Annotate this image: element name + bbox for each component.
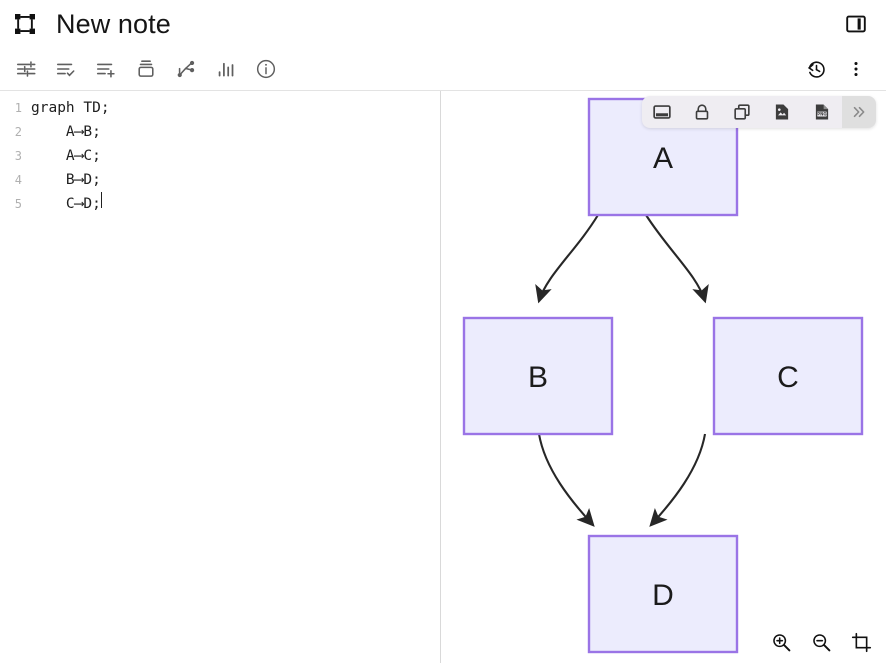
- workspace: 1 graph TD; 2 A⟶B; 3 A⟶C; 4 B⟶D;: [0, 91, 886, 663]
- code-line[interactable]: 2 A⟶B;: [0, 120, 440, 144]
- card-stack-icon[interactable]: [126, 51, 166, 87]
- settings-sliders-icon[interactable]: [6, 51, 46, 87]
- fit-view-icon[interactable]: [642, 96, 682, 128]
- code-line[interactable]: 5 C⟶D;: [0, 192, 440, 216]
- line-number: 4: [14, 173, 22, 187]
- flowchart-svg: A B C D: [462, 97, 864, 654]
- edge-c-d: [649, 433, 707, 527]
- copy-icon[interactable]: [722, 96, 762, 128]
- split-panel-icon[interactable]: [840, 8, 872, 40]
- line-content: C⟶D;: [31, 196, 101, 212]
- add-list-item-icon[interactable]: [86, 51, 126, 87]
- edge-a-b: [535, 214, 599, 304]
- edge-b-d: [537, 433, 595, 527]
- node-label: A: [653, 142, 673, 175]
- export-png-icon[interactable]: PNG: [802, 96, 842, 128]
- zoom-in-icon[interactable]: [768, 629, 794, 655]
- fit-to-screen-icon[interactable]: [848, 629, 874, 655]
- line-number: 2: [14, 125, 22, 139]
- node-b[interactable]: B: [462, 316, 614, 436]
- svg-text:PNG: PNG: [817, 112, 826, 117]
- line-number: 1: [14, 101, 22, 115]
- code-line[interactable]: 1 graph TD;: [0, 96, 440, 120]
- diagram-preview[interactable]: A B C D: [441, 91, 886, 663]
- code-line[interactable]: 4 B⟶D;: [0, 168, 440, 192]
- history-clock-icon[interactable]: [796, 51, 836, 87]
- edge-a-c: [645, 214, 709, 304]
- chevron-double-right-icon[interactable]: [842, 96, 876, 128]
- export-svg-icon[interactable]: [762, 96, 802, 128]
- lock-icon[interactable]: [682, 96, 722, 128]
- zoom-controls: [768, 629, 874, 655]
- diagram-toolbar: PNG: [642, 96, 876, 128]
- node-label: D: [652, 579, 674, 612]
- checklist-icon[interactable]: [46, 51, 86, 87]
- bar-chart-icon[interactable]: [206, 51, 246, 87]
- line-number: 5: [14, 197, 22, 211]
- code-line[interactable]: 3 A⟶C;: [0, 144, 440, 168]
- selection-frame-icon[interactable]: [8, 7, 42, 41]
- node-label: C: [777, 361, 799, 394]
- line-content: B⟶D;: [31, 172, 101, 188]
- code-editor[interactable]: 1 graph TD; 2 A⟶B; 3 A⟶C; 4 B⟶D;: [0, 91, 441, 663]
- line-content: A⟶B;: [31, 124, 101, 140]
- line-number: 3: [14, 149, 22, 163]
- title-bar: New note: [0, 0, 886, 48]
- graph-branch-icon[interactable]: [166, 51, 206, 87]
- text-cursor: [100, 192, 102, 208]
- more-vertical-icon[interactable]: [836, 51, 876, 87]
- node-d[interactable]: D: [587, 534, 739, 654]
- node-label: B: [528, 361, 548, 394]
- main-toolbar: [0, 48, 886, 91]
- page-title[interactable]: New note: [56, 8, 171, 39]
- line-content: A⟶C;: [31, 148, 101, 164]
- zoom-out-icon[interactable]: [808, 629, 834, 655]
- edge-group: [535, 214, 709, 527]
- code-lines: 1 graph TD; 2 A⟶B; 3 A⟶C; 4 B⟶D;: [0, 91, 440, 216]
- node-c[interactable]: C: [712, 316, 864, 436]
- info-circle-icon[interactable]: [246, 51, 286, 87]
- line-content: graph TD;: [31, 100, 110, 116]
